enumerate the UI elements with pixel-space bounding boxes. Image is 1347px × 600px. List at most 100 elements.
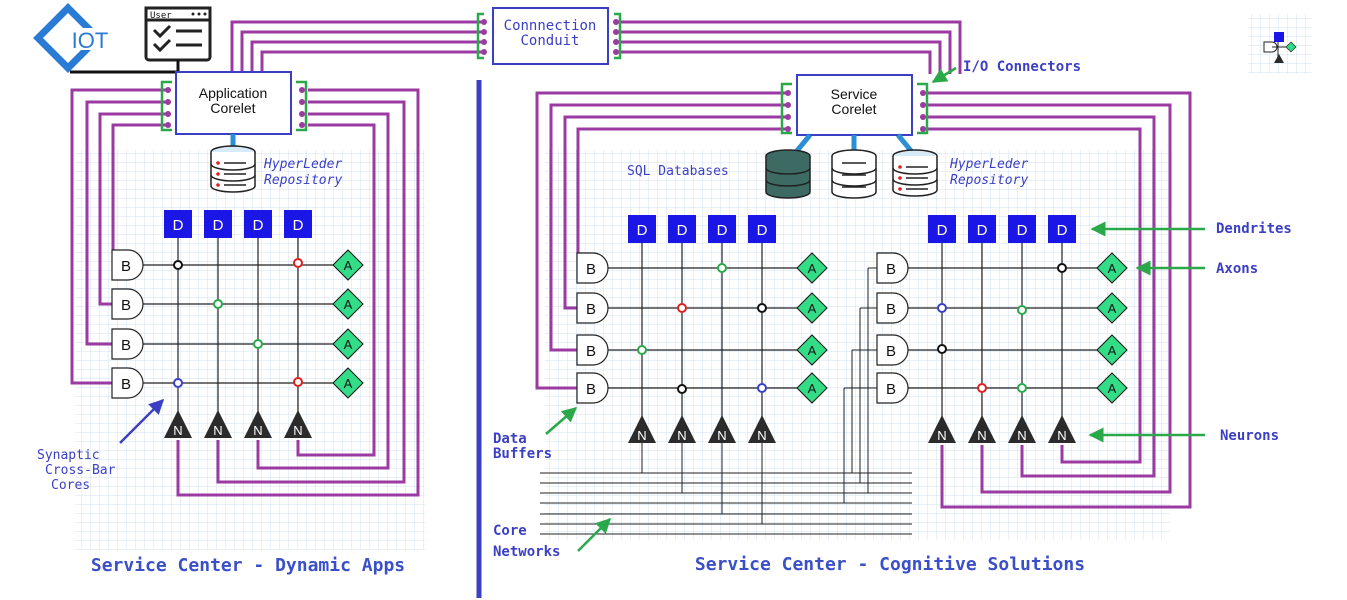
dendrite: D: [164, 210, 192, 238]
svg-text:N: N: [717, 428, 726, 443]
data-buffers-label-2: Buffers: [493, 446, 552, 462]
neuron: N: [204, 410, 232, 438]
svg-text:N: N: [677, 428, 686, 443]
axons-right-2: A A A A: [1096, 252, 1128, 404]
synaptic-label-1: Synaptic: [37, 448, 100, 463]
buffer: B: [876, 252, 909, 284]
neuron: N: [668, 415, 696, 443]
hyperledger-label-left-2: Repository: [264, 173, 342, 188]
core-networks-arrow: [577, 517, 612, 552]
svg-text:B: B: [121, 337, 131, 354]
buffer: B: [576, 252, 609, 284]
svg-text:N: N: [213, 423, 222, 438]
svg-text:B: B: [886, 301, 896, 318]
axon: A: [796, 372, 828, 404]
svg-text:Connnection: Connnection: [504, 18, 597, 34]
svg-text:D: D: [717, 222, 728, 239]
synaptic-arrow: [119, 398, 165, 444]
connector-port-left: [780, 82, 792, 135]
svg-text:Corelet: Corelet: [831, 101, 876, 117]
axon: A: [1096, 334, 1128, 366]
sql-db-icon-light: [831, 149, 877, 199]
neuron: N: [708, 415, 736, 443]
svg-text:D: D: [977, 222, 988, 239]
svg-text:Conduit: Conduit: [520, 33, 579, 49]
hyperledger-label-right-2: Repository: [950, 173, 1028, 188]
right-section-title: Service Center - Cognitive Solutions: [695, 554, 1085, 575]
svg-text:D: D: [677, 222, 688, 239]
svg-text:D: D: [1017, 222, 1028, 239]
axon: A: [332, 288, 364, 320]
axon: A: [796, 334, 828, 366]
neurons-right-1: N N N N: [628, 415, 776, 443]
user-link-line: [70, 60, 180, 74]
core-networks-label-1: Core: [493, 523, 527, 539]
connector-port-right: [296, 80, 308, 132]
dendrite: D: [748, 215, 776, 243]
svg-text:N: N: [1057, 428, 1066, 443]
user-checklist-icon: User: [144, 6, 212, 62]
dendrites-right-2: D D D D: [928, 215, 1076, 243]
neuron: N: [748, 415, 776, 443]
svg-text:D: D: [173, 217, 184, 234]
buffers-right-2: B B B B: [876, 252, 909, 404]
service-corelet: Service Corelet: [780, 74, 929, 154]
svg-text:A: A: [808, 261, 817, 276]
buffer: B: [876, 292, 909, 324]
hyperledger-label-right-1: HyperLeder: [949, 157, 1028, 172]
synaptic-label-3: Cores: [51, 478, 90, 493]
axons-label: Axons: [1216, 261, 1258, 277]
dendrite: D: [1048, 215, 1076, 243]
svg-text:B: B: [121, 376, 131, 393]
neuron: N: [1048, 415, 1076, 443]
data-buffers-arrow: [545, 407, 578, 435]
svg-text:A: A: [344, 297, 353, 312]
svg-text:N: N: [293, 423, 302, 438]
svg-text:A: A: [344, 376, 353, 391]
svg-text:D: D: [253, 217, 264, 234]
axon: A: [332, 328, 364, 360]
svg-text:D: D: [637, 222, 648, 239]
svg-text:N: N: [937, 428, 946, 443]
svg-text:B: B: [586, 381, 596, 398]
svg-text:B: B: [121, 297, 131, 314]
buffer: B: [576, 334, 609, 366]
axon: A: [332, 367, 364, 399]
synaptic-label-2: Cross-Bar: [45, 463, 116, 478]
svg-text:N: N: [253, 423, 262, 438]
dendrite: D: [968, 215, 996, 243]
svg-text:A: A: [1108, 343, 1117, 358]
svg-text:D: D: [937, 222, 948, 239]
neuron: N: [968, 415, 996, 443]
svg-text:N: N: [173, 423, 182, 438]
svg-text:B: B: [886, 261, 896, 278]
buffer: B: [111, 249, 144, 281]
axon: A: [1096, 292, 1128, 324]
connector-port-left: [160, 80, 172, 132]
dendrites-left: D D D D: [164, 210, 312, 238]
hyperledger-db-icon-left: [210, 145, 256, 193]
sql-databases-label: SQL Databases: [627, 164, 729, 179]
svg-text:A: A: [808, 343, 817, 358]
neuron: N: [284, 410, 312, 438]
svg-text:N: N: [1017, 428, 1026, 443]
io-connectors-label: I/O Connectors: [963, 59, 1081, 75]
axon: A: [1096, 252, 1128, 284]
neuron: N: [164, 410, 192, 438]
core-networks-label-2: Networks: [493, 544, 560, 560]
svg-text:A: A: [1108, 301, 1117, 316]
svg-text:A: A: [1108, 381, 1117, 396]
svg-text:B: B: [886, 381, 896, 398]
hyperledger-label-left-1: HyperLeder: [263, 157, 342, 172]
neuron: N: [244, 410, 272, 438]
io-connectors-arrow: [931, 66, 957, 84]
buffer: B: [576, 292, 609, 324]
iot-label: IOT: [72, 28, 109, 53]
svg-text:Corelet: Corelet: [210, 100, 255, 116]
connection-conduit: Connnection Conduit: [476, 7, 622, 65]
svg-text:D: D: [293, 217, 304, 234]
dendrites-label: Dendrites: [1216, 221, 1292, 237]
buffer: B: [576, 372, 609, 404]
dendrite: D: [668, 215, 696, 243]
